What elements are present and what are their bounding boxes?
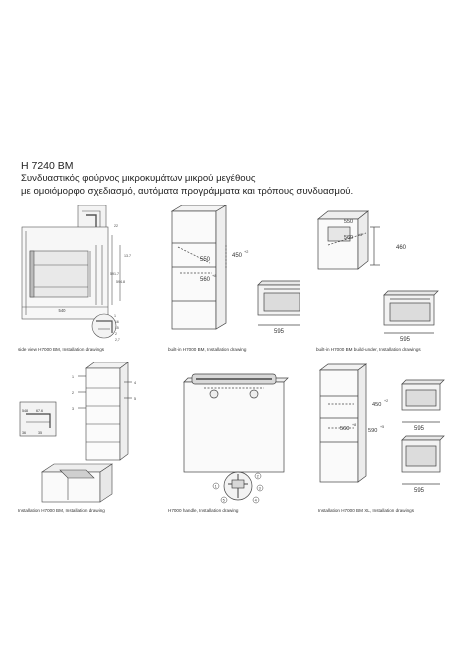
- caption-installation: Installation H7000 BM, Installation draw…: [18, 508, 105, 513]
- dim-oven-width-a: 595: [414, 426, 425, 432]
- dim-height-xl: 590: [368, 428, 377, 434]
- dim-height-b: 594.8: [116, 280, 125, 284]
- dim-oven-width-b: 595: [414, 488, 425, 494]
- installation-xl-drawing: 450 +2 560 +8 590 +5 595 595: [318, 363, 445, 494]
- dim-oven-width: 595: [274, 329, 285, 335]
- dim-depth: 540: [59, 308, 67, 313]
- dim-height-a: 591.7: [110, 272, 119, 276]
- build-under-drawing: 550 560 +8 460 595: [317, 210, 439, 343]
- dim-height-tol: +2: [384, 399, 388, 403]
- dim-height: 450: [372, 402, 381, 408]
- caption-built-in: built-in H7000 BM, Installation drawing: [168, 347, 247, 352]
- dim-detail-a: 16: [115, 320, 119, 324]
- caption-installation-xl: Installation H7000 BM XL, Installation d…: [318, 508, 415, 513]
- side-view-drawing: 540 22 13.7 591.7 1 594.8 16 15 2 2,7: [21, 205, 131, 342]
- dim-detail-d: 2,7: [115, 338, 120, 342]
- label-4: 4: [134, 381, 136, 385]
- dim-width: 560: [340, 426, 349, 432]
- drawing-handle: 1 2 3 4 5 H7000 handle, Installation dra…: [164, 362, 304, 522]
- dim-detail-c: 2: [115, 332, 117, 336]
- handle-part-4: 4: [255, 498, 257, 502]
- handle-part-5: 5: [223, 498, 225, 502]
- dim-height-xl-tol: +5: [380, 425, 384, 429]
- dim-height-tol: +2: [244, 250, 248, 254]
- handle-part-3: 3: [259, 486, 261, 490]
- model-number: H 7240 BM: [21, 160, 74, 172]
- dim-height: 460: [396, 245, 407, 251]
- handle-drawing: 1 2 3 4 5: [183, 373, 289, 504]
- label-2: 2: [72, 391, 74, 395]
- dim-oven-width: 595: [400, 337, 411, 343]
- product-header: H 7240 BM Συνδυαστικός φούρνος μικροκυμά…: [21, 160, 451, 198]
- dim-height: 450: [232, 253, 243, 259]
- label-5: 5: [134, 397, 136, 401]
- product-description-line-2: με ομοιόμορφο σχεδιασμό, αυτόματα προγρά…: [21, 185, 354, 197]
- dim-width: 560: [344, 235, 353, 241]
- installation-drawing: 548 67.6 36 35 1 2 3 4 5: [19, 362, 136, 503]
- dim-offset: 13.7: [124, 254, 131, 258]
- drawing-built-in: 450 +2 550 560 +8 595 built-in H7000 BM,…: [160, 205, 300, 355]
- handle-part-2: 2: [257, 474, 259, 478]
- built-in-drawing: 450 +2 550 560 +8 595: [170, 205, 300, 335]
- dim-depth-a: 550: [200, 257, 211, 263]
- dim-gap: 1: [114, 314, 116, 318]
- dim-top: 22: [114, 224, 118, 228]
- drawing-side-view: 540 22 13.7 591.7 1 594.8 16 15 2 2,7 si…: [16, 205, 146, 355]
- dim-width: 560: [200, 277, 211, 283]
- dim-gap-b: 35: [38, 431, 42, 435]
- drawing-installation-xl: 450 +2 560 +8 590 +5 595 595 Installatio…: [314, 362, 454, 522]
- label-3: 3: [72, 407, 74, 411]
- dim-detail-b: 15: [115, 326, 119, 330]
- dim-depth: 550: [344, 219, 353, 225]
- dim-depth: 548: [22, 409, 28, 413]
- product-description-line-1: Συνδυαστικός φούρνος μικροκυμάτων μικρού…: [21, 173, 256, 184]
- drawing-installation: 548 67.6 36 35 1 2 3 4 5 Installation H7…: [16, 362, 156, 522]
- drawing-build-under: 550 560 +8 460 595 built-in H7000 BM bui…: [314, 205, 454, 355]
- label-1: 1: [72, 375, 74, 379]
- caption-handle: H7000 handle, Installation drawing: [168, 508, 239, 513]
- dim-gap-a: 36: [22, 431, 26, 435]
- handle-part-1: 1: [215, 484, 217, 488]
- dim-offset: 67.6: [36, 409, 43, 413]
- dim-width-tol: +8: [352, 423, 356, 427]
- caption-build-under: built-in H7000 BM build-under, Installat…: [316, 347, 421, 352]
- dim-width-tol: +8: [358, 233, 362, 237]
- dim-width-tol: +8: [212, 274, 216, 278]
- caption-side-view: side view H7000 BM, Installation drawing…: [18, 347, 105, 352]
